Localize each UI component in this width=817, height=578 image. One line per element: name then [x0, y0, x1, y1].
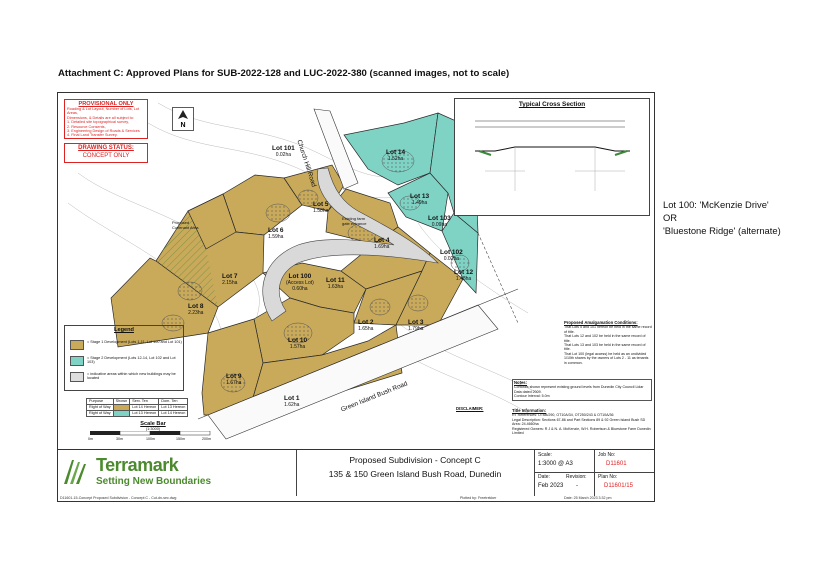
logo-wordmark: Terramark [96, 455, 179, 475]
date-value: Feb 2023 [538, 483, 564, 489]
cross-section-drawing [475, 120, 630, 191]
drawing-status-value: CONCEPT ONLY [82, 153, 130, 159]
provisional-line: Roading & Lot Layout, Number of Lots, Lo… [67, 107, 139, 116]
scale-bar: Scale Bar (1:3000) 0m 30m 100m 150m 200m [88, 421, 218, 443]
north-letter: N [180, 122, 185, 129]
notes-panel: Notes: Contours shown represent existing… [512, 379, 652, 401]
cross-section-title: Typical Cross Section [518, 101, 586, 108]
lot-100-access-road [262, 167, 439, 322]
covenant-area [156, 211, 218, 307]
title-information: Title Information: RT References: OT6B/2… [512, 408, 651, 436]
footer-file: D11601-15-Concept Proposed Subdivision -… [60, 496, 177, 500]
lot-label: Lot 100(Access Lot)0.60ha [286, 273, 314, 292]
revision-value: - [576, 483, 578, 489]
provisional-line: Dimensions, & Details are all subject to… [67, 115, 134, 120]
provisional-heading: PROVISIONAL ONLY [78, 101, 134, 107]
project-title: Proposed Subdivision - Concept C [349, 455, 481, 465]
project-address: 135 & 150 Green Island Bush Road, Dunedi… [328, 469, 502, 479]
footer-date: Date: 25 March 2023 3:32 pm [564, 496, 612, 500]
job-value: D11601 [606, 461, 627, 467]
job-label: Job No: [598, 452, 616, 458]
revision-label: Revision: [566, 474, 587, 480]
date-label: Date: [538, 474, 550, 480]
drawing-status-heading: DRAWING STATUS: [78, 145, 134, 151]
side-note-line: OR [663, 212, 678, 223]
scale-bar-ratio: (1:3000) [145, 427, 161, 431]
plan-label: Plan No: [598, 474, 618, 480]
plan-value: D11601/15 [604, 483, 633, 489]
attachment-title: Attachment C: Approved Plans for SUB-202… [58, 68, 510, 79]
covenant-label: Proposed Covenant Area [172, 220, 199, 230]
lot-100-name-note: Lot 100: 'McKenzie Drive' OR 'Bluestone … [663, 198, 781, 237]
north-arrow-icon: N [172, 107, 194, 131]
church-hill-road [313, 108, 359, 190]
legend-box: Legend = Stage 1 Development (Lots 1-11,… [64, 325, 184, 391]
footer-plotted: Plotted by: Freetrekker [460, 496, 497, 500]
amalgamation-conditions: Proposed Amalgamation Conditions: That L… [564, 320, 652, 365]
building-area-swatch [70, 372, 84, 382]
provisional-box: PROVISIONAL ONLY Roading & Lot Layout, N… [64, 99, 148, 139]
farm-gate-label: Existing farm gate entrance [342, 216, 367, 226]
provisional-line: 3. Engineering Design of Roads & Service… [67, 129, 140, 134]
scale-value: 1:3000 @ A3 [538, 461, 573, 467]
stage-2-swatch [70, 356, 84, 366]
title-block [58, 449, 654, 496]
drawing-status-box: DRAWING STATUS: CONCEPT ONLY [64, 143, 148, 163]
legend-heading: Legend [114, 327, 134, 333]
scale-bar-heading: Scale Bar [140, 421, 166, 427]
scale-bar-graphic [90, 431, 211, 436]
side-note-line: 'Bluestone Ridge' (alternate) [663, 225, 781, 236]
side-note-line: Lot 100: 'McKenzie Drive' [663, 199, 769, 210]
provisional-line: 2. Resource Consents, [67, 124, 106, 129]
provisional-line: 4. Final Land Transfer Survey. [67, 133, 118, 138]
logo-tagline: Setting New Boundaries [96, 476, 212, 487]
terramark-logo-icon [64, 460, 86, 484]
stage-1-swatch [70, 340, 84, 350]
subdivision-plan-sheet: PROVISIONAL ONLY Roading & Lot Layout, N… [57, 92, 655, 502]
typical-cross-section: Typical Cross Section [454, 98, 650, 216]
disclaimer: DISCLAIMER: [456, 406, 484, 411]
scale-label: Scale: [538, 452, 552, 458]
provisional-line: 1. Detailed site topographical survey, [67, 120, 129, 125]
